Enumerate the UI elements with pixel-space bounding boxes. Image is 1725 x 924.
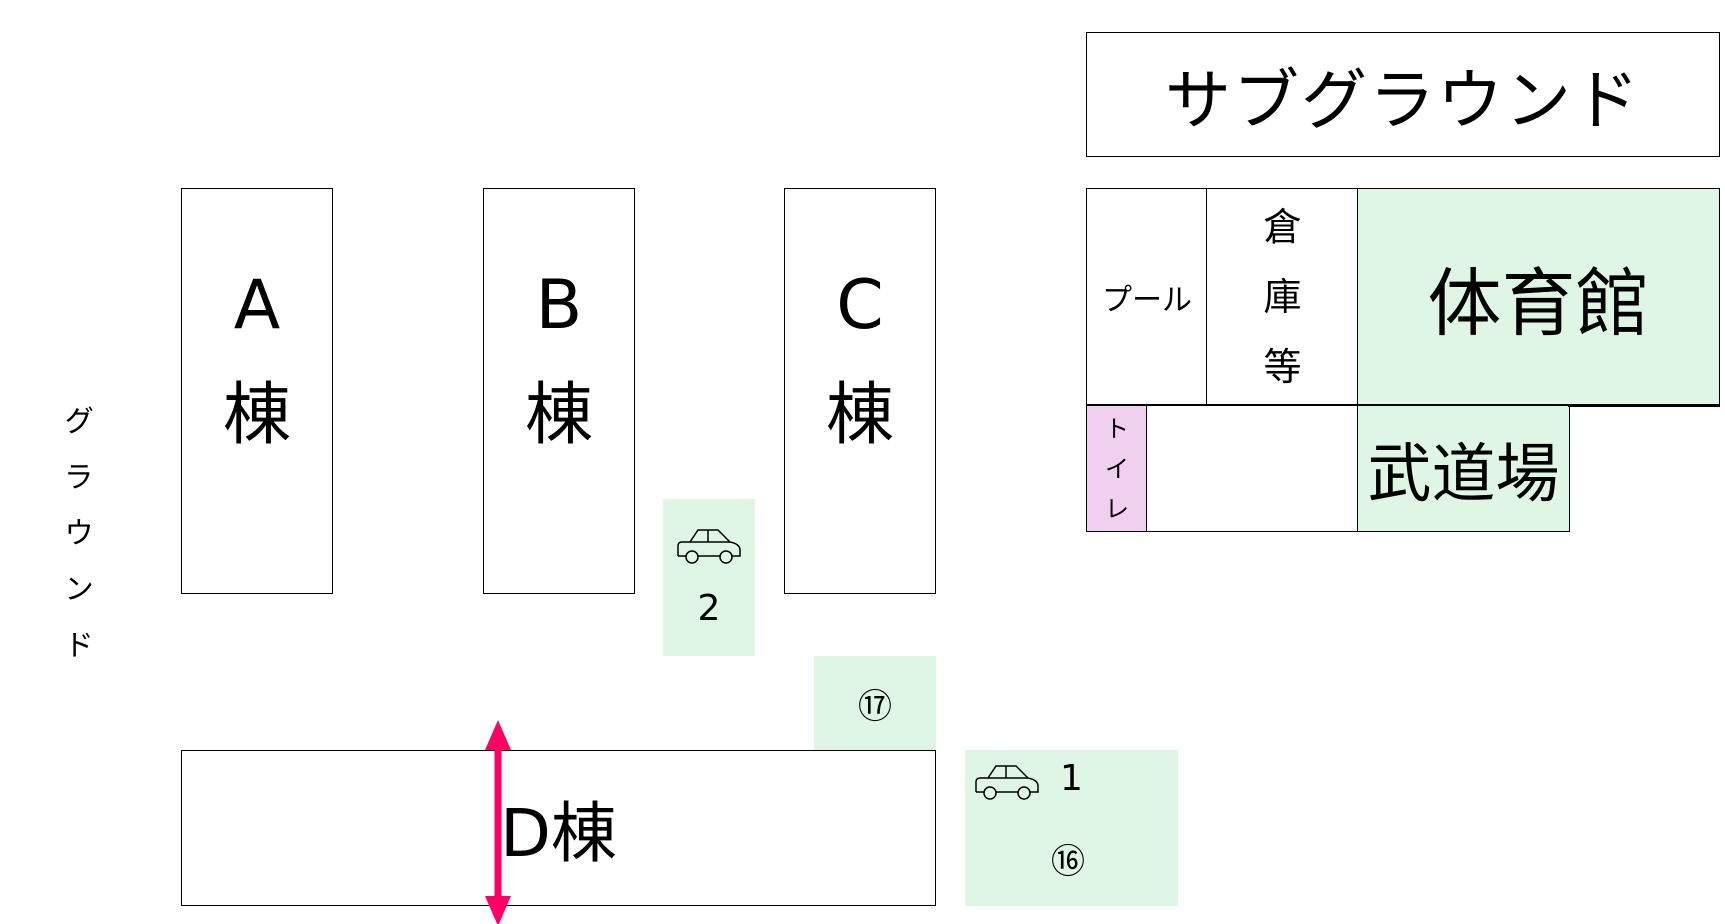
building-b-suffix: 棟 <box>524 376 593 455</box>
car-icon <box>674 526 744 566</box>
building-c: C 棟 <box>784 188 936 594</box>
parking-1: 1 ⑯ <box>965 750 1178 906</box>
building-b: B 棟 <box>483 188 635 594</box>
empty-room <box>1146 404 1359 532</box>
building-d: D棟 <box>181 750 936 906</box>
storage: 倉 庫 等 <box>1206 188 1359 406</box>
car-icon <box>972 762 1042 802</box>
ground-label: グラウンド <box>58 405 93 685</box>
building-a-suffix: 棟 <box>222 376 291 455</box>
building-b-letter: B <box>535 266 583 345</box>
ground-label-wrap: グラウンド <box>52 405 98 695</box>
building-a-letter: A <box>233 266 281 345</box>
sub-ground: サブグラウンド <box>1086 32 1720 157</box>
sub-ground-label: サブグラウンド <box>1165 61 1641 139</box>
pool: プール <box>1086 188 1208 406</box>
divider <box>1568 404 1720 407</box>
double-arrow-icon <box>485 720 511 924</box>
building-c-suffix: 棟 <box>825 376 894 455</box>
budojo: 武道場 <box>1357 404 1570 532</box>
parking-17: ⑰ <box>814 656 936 751</box>
gym: 体育館 <box>1357 188 1720 406</box>
parking-2: 2 <box>663 499 755 656</box>
toilet: ト イ レ <box>1086 404 1148 532</box>
building-a: A 棟 <box>181 188 333 594</box>
building-c-letter: C <box>836 266 884 345</box>
